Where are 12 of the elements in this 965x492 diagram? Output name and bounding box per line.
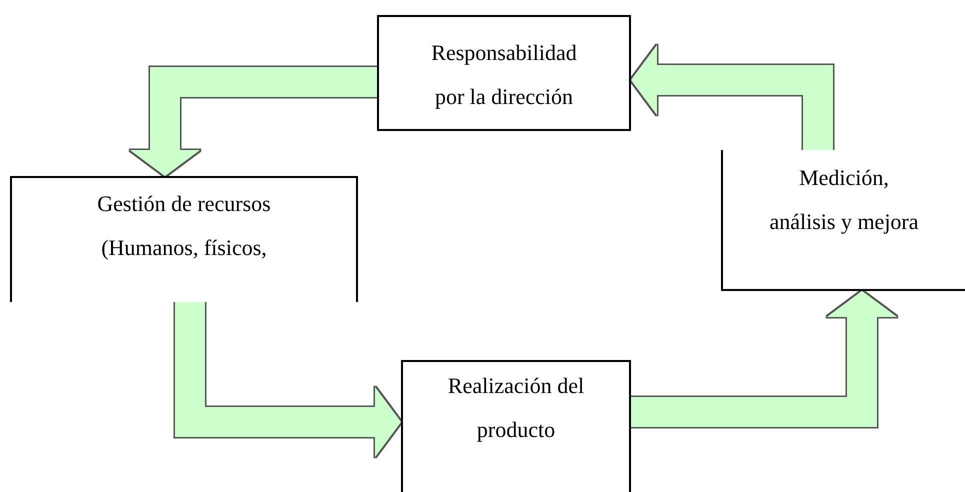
box-label: Realización del producto [446,372,586,444]
process-box [721,150,965,291]
box-label: Medición, análisis y mejora [769,164,919,236]
block-arrow [631,45,833,150]
block-arrow [631,291,897,427]
block-arrow [130,67,377,176]
process-box [401,360,631,492]
block-arrow [175,302,401,457]
box-label: Responsabilidad por la dirección [430,39,578,111]
box-label: Gestión de recursos (Humanos, físicos, [96,190,272,262]
process-box [10,176,358,302]
process-box [377,15,631,131]
